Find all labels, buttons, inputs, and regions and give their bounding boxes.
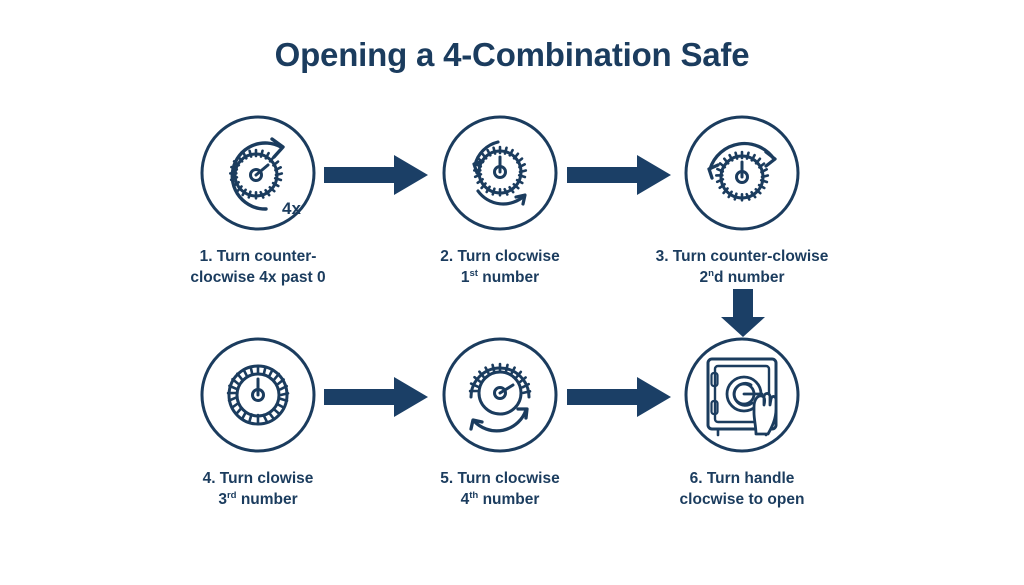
step-1-caption-line2: clocwise 4x past 0 <box>138 268 378 289</box>
step-5-caption-line2: 4th number <box>380 490 620 511</box>
step-5-caption-line2-post: number <box>478 490 540 508</box>
step-3-caption-line1: 3. Turn counter-clowise <box>655 248 829 265</box>
arrow-step5-to-step6 <box>565 374 675 420</box>
arrow-step4-to-step5 <box>322 374 432 420</box>
step-3-caption-line2: 2nd number <box>622 268 862 289</box>
step-5-caption-line1: 5. Turn clocwise <box>440 470 560 487</box>
safe-hand-handle-icon <box>682 335 802 455</box>
step-5-caption-line2-sup: th <box>469 489 479 501</box>
step-5: 5. Turn clocwise 4th number <box>380 335 620 511</box>
arrow-step3-to-step6 <box>717 287 769 339</box>
step-4-caption-line2-pre: 3 <box>218 490 227 508</box>
arrow-step1-to-step2 <box>322 152 432 198</box>
step-1-caption-line1: 1. Turn counter- <box>199 248 317 265</box>
step-2-caption-line2-post: number <box>478 268 540 286</box>
step-3-caption-line2-sup: n <box>708 267 714 279</box>
step-4-caption-line1: 4. Turn clowise <box>202 470 314 487</box>
dial-clockwise-first-icon <box>440 113 560 233</box>
dial-counter-clockwise-second-icon <box>682 113 802 233</box>
step-2-caption-line1: 2. Turn clocwise <box>440 248 560 265</box>
step-2-caption-line2-pre: 1 <box>460 268 470 286</box>
step-3: 3. Turn counter-clowise 2nd number <box>622 113 862 289</box>
dial-clockwise-fourth-icon <box>440 335 560 455</box>
step-2: 2. Turn clocwise 1st number <box>380 113 620 289</box>
step-3-caption-line2-post: d number <box>713 268 785 286</box>
step-3-caption: 3. Turn counter-clowise 2nd number <box>622 247 862 289</box>
step-5-caption-line2-pre: 4 <box>460 490 470 508</box>
step-1-caption: 1. Turn counter- clocwise 4x past 0 <box>138 247 378 289</box>
step-4-caption-line2: 3rd number <box>138 490 378 511</box>
step-2-caption-line2: 1st number <box>380 268 620 289</box>
step-2-caption: 2. Turn clocwise 1st number <box>380 247 620 289</box>
step-4-caption-line2-sup: rd <box>226 489 237 501</box>
dial-plain-icon <box>198 335 318 455</box>
step-3-caption-line2-pre: 2 <box>699 268 709 286</box>
step-6-caption-line2: clocwise to open <box>622 490 862 511</box>
step-2-caption-line2-sup: st <box>469 267 478 279</box>
step-6-caption-line1: 6. Turn handle <box>689 470 795 487</box>
step-1-caption-line2-pre: clocwise 4x past 0 <box>190 268 326 286</box>
step-5-caption: 5. Turn clocwise 4th number <box>380 469 620 511</box>
step-6: 6. Turn handle clocwise to open <box>622 335 862 511</box>
step-4-caption-line2-post: number <box>236 490 298 508</box>
page-title: Opening a 4-Combination Safe <box>274 36 750 73</box>
step-1: 4x 1. Turn counter- clocwise 4x past 0 <box>138 113 378 289</box>
step-6-caption-line2-pre: clocwise to open <box>679 490 805 508</box>
step-1-badge-4x: 4x <box>282 199 301 218</box>
step-6-caption: 6. Turn handle clocwise to open <box>622 469 862 511</box>
step-4-caption: 4. Turn clowise 3rd number <box>138 469 378 511</box>
step-4: 4. Turn clowise 3rd number <box>138 335 378 511</box>
arrow-step2-to-step3 <box>565 152 675 198</box>
dial-counter-clockwise-4x-icon: 4x <box>198 113 318 233</box>
